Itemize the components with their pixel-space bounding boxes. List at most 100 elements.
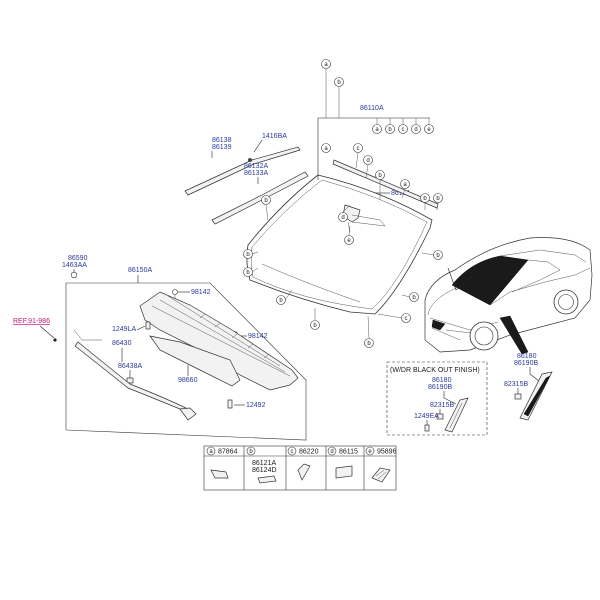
- label-86438A[interactable]: 86438A: [118, 363, 142, 370]
- svg-text:c: c: [291, 449, 294, 455]
- label-86150A[interactable]: 86150A: [128, 267, 152, 274]
- label-86110A[interactable]: 86110A: [360, 105, 384, 112]
- windshield-glass[interactable]: [246, 174, 433, 315]
- top-moulding-strip: [332, 159, 439, 209]
- callout-a: a: [400, 179, 410, 189]
- svg-text:b: b: [337, 80, 341, 86]
- legend-part-d: 86115: [339, 449, 358, 456]
- legend-part-e: 95896: [377, 449, 397, 456]
- callout-a: a: [321, 59, 331, 69]
- label-82315B-right[interactable]: 82315B: [504, 381, 528, 388]
- legend-cell-e: e 95896: [365, 446, 397, 483]
- label-1249EA[interactable]: 1249EA: [414, 413, 439, 420]
- cowl-seal-strip[interactable]: [74, 341, 197, 421]
- label-86190B[interactable]: 86190B: [514, 360, 538, 367]
- legend-part-c: 86220: [299, 449, 319, 456]
- label-86430[interactable]: 86430: [112, 340, 132, 347]
- svg-text:e: e: [347, 238, 351, 244]
- clip-icon: [126, 377, 134, 384]
- label-1249LA[interactable]: 1249LA: [112, 326, 136, 333]
- svg-text:a: a: [403, 182, 407, 188]
- callout-b: b: [364, 338, 374, 348]
- svg-text:b: b: [246, 270, 250, 276]
- label-1416BA[interactable]: 1416BA: [262, 133, 287, 140]
- label-98142-mid[interactable]: 98142: [248, 333, 268, 340]
- label-82315B-blackout[interactable]: 82315B: [430, 402, 454, 409]
- rain-sensor-plate: [351, 214, 386, 227]
- side-moulding-strip: [211, 171, 309, 225]
- callout-e: e: [344, 235, 354, 245]
- callout-b: b: [261, 195, 271, 205]
- svg-text:b: b: [367, 341, 371, 347]
- label-86133A[interactable]: 86133A: [244, 170, 268, 177]
- legend-part-a: 87864: [218, 449, 238, 456]
- legend-cell-d: d 86115: [327, 446, 358, 479]
- windshield-callouts: a a b c d b a b b d e b b b b b b c b b: [243, 59, 443, 348]
- label-86131[interactable]: 86131: [391, 190, 411, 197]
- sedan-vehicle-illustration: [424, 237, 593, 353]
- svg-text:e: e: [368, 449, 372, 455]
- legend-cell-c: c 86220: [287, 446, 319, 481]
- svg-text:b: b: [313, 323, 317, 329]
- letter-circle-a: a: [372, 124, 382, 134]
- callout-b: b: [243, 249, 253, 259]
- svg-text:b: b: [264, 198, 268, 204]
- label-98142-top[interactable]: 98142: [191, 289, 211, 296]
- plate-icon: [335, 465, 353, 479]
- label-86139[interactable]: 86139: [212, 144, 232, 151]
- label-86138[interactable]: 86138: [212, 137, 232, 144]
- bolt-icon: [424, 424, 430, 432]
- clip-icon: [436, 413, 444, 420]
- callout-b: b: [409, 292, 419, 302]
- upper-moulding-strip: [184, 146, 301, 196]
- svg-text:b: b: [279, 298, 283, 304]
- label-86190B-blackout[interactable]: 86190B: [428, 384, 452, 391]
- corner-garnish-blackout[interactable]: [444, 397, 469, 433]
- label-12492[interactable]: 12492: [246, 402, 266, 409]
- svg-text:a: a: [375, 127, 379, 133]
- label-86180[interactable]: 86180: [517, 353, 537, 360]
- cowl-top-cover[interactable]: [139, 291, 299, 391]
- label-1463AA[interactable]: 1463AA: [62, 262, 87, 269]
- pin-icon: [297, 463, 311, 481]
- blackout-finish-title: (W/DR BLACK OUT FINISH): [390, 367, 480, 374]
- legend-part-b-1: 86121A: [252, 460, 276, 467]
- corner-garnish-right[interactable]: [519, 371, 553, 421]
- clip-icon: [514, 393, 522, 400]
- svg-text:a: a: [209, 449, 213, 455]
- ref-91-986-link[interactable]: REF.91-986: [13, 318, 50, 325]
- clip-icon: [210, 469, 229, 479]
- callout-b: b: [310, 320, 320, 330]
- bolt-icon: [227, 399, 233, 409]
- callout-c: c: [401, 313, 411, 323]
- svg-text:c: c: [402, 127, 405, 133]
- label-86132A[interactable]: 86132A: [244, 163, 268, 170]
- cowl-assembly-frame: [65, 282, 307, 441]
- letter-circle-c: c: [398, 124, 408, 134]
- blackout-finish-frame: [386, 361, 488, 436]
- svg-text:b: b: [436, 253, 440, 259]
- callout-b: b: [243, 267, 253, 277]
- cowl-lower-panel[interactable]: [149, 335, 241, 387]
- callout-d: d: [338, 212, 348, 222]
- svg-text:a: a: [324, 146, 328, 152]
- bracket-icon: [371, 467, 391, 483]
- callout-b: b: [420, 193, 430, 203]
- callout-d: d: [363, 155, 373, 165]
- label-86590[interactable]: 86590: [68, 255, 88, 262]
- callout-c: c: [353, 143, 363, 153]
- callout-b: b: [334, 77, 344, 87]
- svg-text:c: c: [357, 146, 360, 152]
- svg-text:d: d: [330, 449, 333, 455]
- svg-text:b: b: [249, 449, 253, 455]
- parts-legend-table: a 87864 b 86121A 86124D c 86220 d 86115 …: [203, 445, 397, 491]
- label-98660[interactable]: 98660: [178, 377, 198, 384]
- cowl-bolt-icon: [70, 271, 78, 279]
- svg-text:b: b: [423, 196, 427, 202]
- callout-b: b: [375, 170, 385, 180]
- label-86180-blackout[interactable]: 86180: [432, 377, 452, 384]
- svg-text:e: e: [427, 127, 431, 133]
- svg-text:c: c: [405, 316, 408, 322]
- svg-text:b: b: [246, 252, 250, 258]
